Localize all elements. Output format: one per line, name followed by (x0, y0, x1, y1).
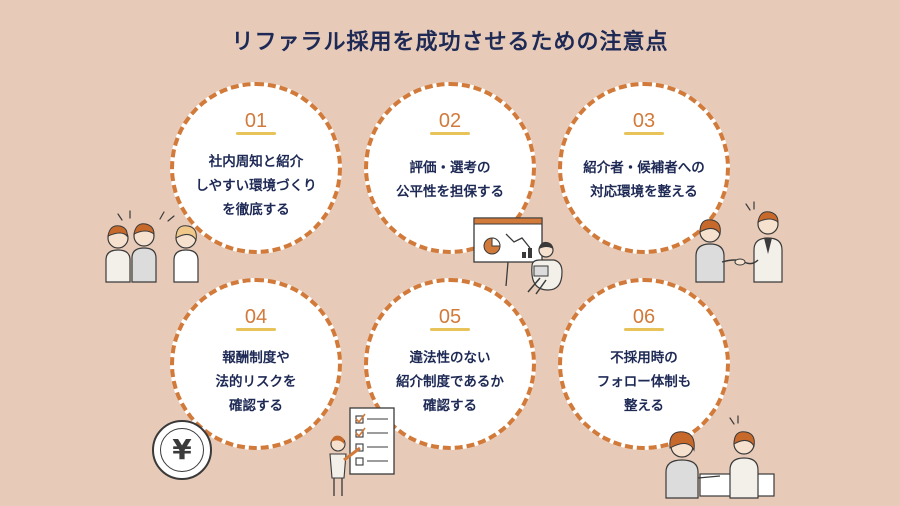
point-label: 社内周知と紹介 しやすい環境づくり を徹底する (182, 150, 330, 222)
people-chatting-illustration (105, 210, 199, 283)
point-label: 紹介者・候補者への 対応環境を整える (570, 156, 718, 204)
number-underline (236, 328, 276, 331)
point-number: 05 (438, 306, 462, 328)
consultation-illustration (665, 415, 775, 499)
point-label-line: 法的リスクを (215, 374, 297, 390)
point-circle-01: 01 社内周知と紹介 しやすい環境づくり を徹底する (170, 82, 342, 254)
point-label-line: 紹介制度であるか (396, 374, 504, 390)
point-label: 評価・選考の 公平性を担保する (376, 156, 524, 204)
number-underline (430, 328, 470, 331)
point-label-line: を徹底する (222, 202, 290, 218)
point-circle-03: 03 紹介者・候補者への 対応環境を整える (558, 82, 730, 254)
point-label-line: 紹介者・候補者への (583, 160, 705, 176)
point-label-line: 社内周知と紹介 (208, 154, 304, 170)
point-label-line: 公平性を担保する (396, 184, 504, 200)
point-label-line: 対応環境を整える (590, 184, 698, 200)
checklist-illustration (329, 407, 395, 496)
number-underline (624, 132, 664, 135)
point-label: 違法性のない 紹介制度であるか 確認する (376, 346, 524, 418)
point-label-line: 違法性のない (409, 350, 491, 366)
point-label-line: フォロー体制も (596, 374, 692, 390)
point-circle-04: 04 報酬制度や 法的リスクを 確認する (170, 278, 342, 450)
point-circle-06: 06 不採用時の フォロー体制も 整える (558, 278, 730, 450)
point-label-line: 確認する (229, 398, 283, 414)
point-number: 01 (244, 110, 268, 132)
point-number: 02 (438, 110, 462, 132)
point-label-line: しやすい環境づくり (195, 178, 317, 194)
handshake-illustration (695, 201, 783, 283)
point-label: 不採用時の フォロー体制も 整える (570, 346, 718, 418)
point-label-line: 不採用時の (610, 350, 678, 366)
point-label-line: 評価・選考の (409, 160, 491, 176)
page-title: リファラル採用を成功させるための注意点 (231, 30, 669, 55)
number-underline (236, 132, 276, 135)
point-number: 04 (244, 306, 268, 328)
presentation-illustration (473, 217, 563, 295)
point-label-line: 確認する (423, 398, 477, 414)
number-underline (430, 132, 470, 135)
yen-coin-illustration: ¥ (152, 420, 212, 480)
number-underline (624, 328, 664, 331)
point-circle-02: 02 評価・選考の 公平性を担保する (364, 82, 536, 254)
yen-symbol: ¥ (172, 433, 192, 466)
point-number: 06 (632, 306, 656, 328)
point-label: 報酬制度や 法的リスクを 確認する (182, 346, 330, 418)
point-number: 03 (632, 110, 656, 132)
point-label-line: 報酬制度や (222, 350, 290, 366)
point-label-line: 整える (623, 398, 665, 414)
